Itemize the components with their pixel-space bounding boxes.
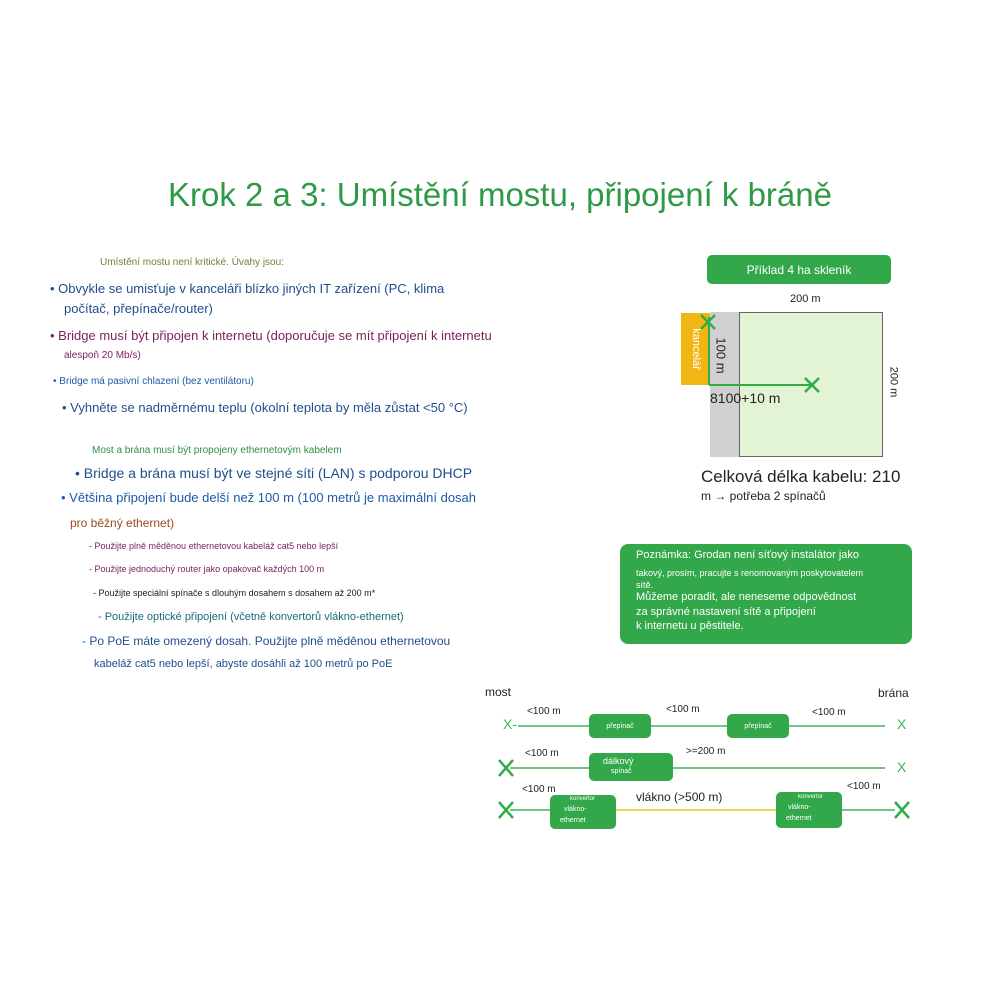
cable-total-sub: m → potřeba 2 spínačů [701, 489, 826, 503]
option-poe-cont: kabeláž cat5 nebo lepší, abyste dosáhli … [94, 658, 393, 670]
bridge-cross-icon-2 [498, 759, 514, 777]
fiber-converter-box-1: konvertor vlákno- ethernet [550, 795, 616, 829]
row1-seg2: <100 m [666, 704, 700, 715]
placement-item-1: • Obvykle se umisťuje v kanceláři blízko… [50, 281, 445, 296]
switch-box-2-label: přepínač [744, 722, 772, 730]
target-cross-icon [804, 377, 820, 393]
bridge-title: most [485, 685, 512, 699]
page-title: Krok 2 a 3: Umístění mostu, připojení k … [168, 176, 832, 213]
note-line-5: za správné nastavení sítě a připojení [636, 606, 816, 618]
placement-item-3: • Bridge má pasivní chlazení (bez ventil… [53, 376, 254, 387]
option-fiber: - Použijte optické připojení (včetně kon… [98, 611, 404, 623]
option-longrange: - Použijte speciální spínače s dlouhým d… [93, 588, 376, 598]
gateway-mark-2: X [897, 759, 907, 775]
note-line-4: Můžeme poradit, ale neneseme odpovědnost [636, 591, 857, 603]
gateway-mark-1: X [897, 716, 907, 732]
placement-item-2-cont: alespoň 20 Mb/s) [64, 350, 141, 361]
row2-seg2: >=200 m [686, 746, 726, 757]
placement-intro: Umístění mostu není kritické. Úvahy jsou… [100, 257, 284, 268]
row2-seg1: <100 m [525, 748, 559, 759]
switch-box-2: přepínač [727, 714, 789, 738]
fiber-converter-box-2: konvertor vlákno- ethernet [776, 792, 842, 828]
placement-item-1-cont: počítač, přepínače/router) [64, 301, 213, 316]
note-line-3: sítě. [636, 580, 654, 590]
option-router: - Použijte jednoduchý router jako opakov… [89, 564, 325, 574]
switch-box-1: přepínač [589, 714, 651, 738]
gateway-item-1: • Bridge a brána musí být ve stejné síti… [75, 465, 473, 481]
placement-item-4: • Vyhněte se nadměrnému teplu (okolní te… [62, 400, 468, 415]
fiber-converter-1-l3: ethernet [560, 817, 586, 824]
fiber-converter-1-l2: vlákno- [564, 806, 587, 813]
switch-box-1-label: přepínač [606, 722, 634, 730]
bridge-cross-icon-3 [498, 801, 514, 819]
note-box [620, 544, 912, 644]
greenhouse-badge: Příklad 4 ha skleník [707, 255, 891, 284]
fiber-converter-2-l3: ethernet [786, 815, 812, 822]
bridge-mark-1: X- [503, 716, 517, 732]
height-label-wrap: 200 m [882, 367, 904, 398]
office-cross-icon [700, 314, 716, 330]
row3-seg1: <100 m [522, 784, 556, 795]
cable-scheme-lines [498, 725, 910, 819]
row1-seg1: <100 m [527, 706, 561, 717]
gateway-intro: Most a brána musí být propojeny ethernet… [92, 445, 342, 456]
longrange-switch-label-1: dálkový [603, 756, 634, 766]
option-poe: - Po PoE máte omezený dosah. Použijte pl… [82, 634, 451, 648]
placement-item-2: • Bridge musí být připojen k internetu (… [50, 328, 492, 343]
cable-length-label: 8100+10 m [710, 390, 781, 406]
height-label: 200 m [887, 366, 900, 398]
row3-seg3: <100 m [847, 781, 881, 792]
fiber-converter-2-l1: konvertor [798, 794, 824, 800]
note-line-6: k internetu u pěstitele. [636, 620, 744, 632]
fiber-label: vlákno (>500 m) [636, 790, 723, 804]
row1-seg3: <100 m [812, 707, 846, 718]
longrange-switch-box: dálkový spínač [589, 753, 673, 781]
gateway-title: brána [878, 686, 909, 700]
note-line-2: takový, prosím, pracujte s renomovaným p… [636, 568, 864, 578]
gateway-item-2: • Většina připojení bude delší než 100 m… [61, 490, 477, 505]
cable-total: Celková délka kabelu: 210 [701, 467, 901, 486]
fiber-converter-2-l2: vlákno- [788, 804, 811, 811]
width-label: 200 m [790, 293, 821, 305]
longrange-switch-label-2: spínač [611, 768, 632, 775]
gateway-item-2-cont: pro běžný ethernet) [70, 516, 175, 530]
note-line-1: Poznámka: Grodan není síťový instalátor … [636, 549, 860, 561]
gateway-cross-icon-3 [894, 801, 910, 819]
option-copper: - Použijte plně měděnou ethernetovou kab… [89, 541, 339, 551]
cable-route [700, 314, 820, 393]
fiber-converter-1-l1: konvertor [570, 796, 596, 802]
